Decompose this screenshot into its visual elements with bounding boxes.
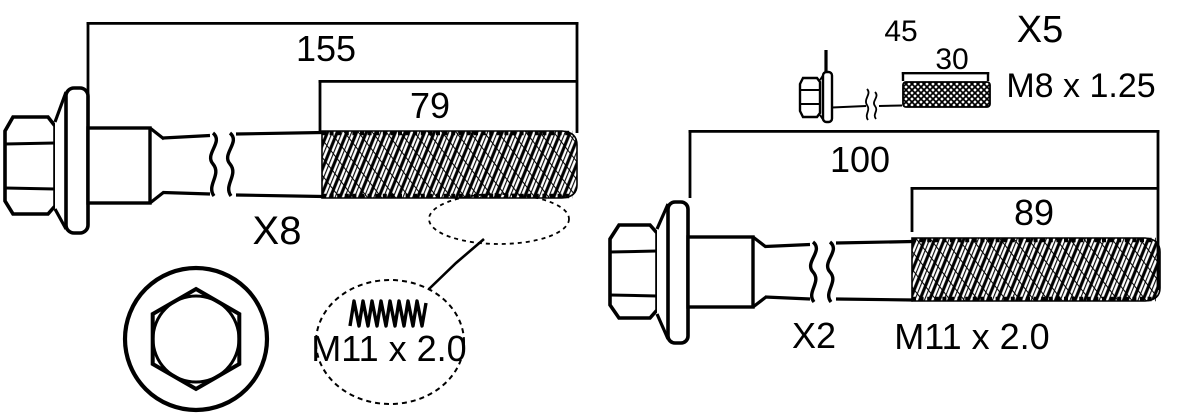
short-bolt-drawing: 45 30 X5 M8 x 1.25: [798, 9, 1156, 124]
secondary-thread-length-label: 89: [1014, 192, 1054, 233]
secondary-taper-edge: [752, 295, 767, 309]
secondary-shank-edge: [764, 295, 811, 301]
secondary-shoulder: [686, 235, 755, 309]
thread-profile-icon: [348, 299, 428, 328]
secondary-bolt-drawing: 100 89 X2 M11 x 2.0: [608, 129, 1161, 357]
callout-source-ellipse: [428, 193, 570, 245]
main-hex-head-side: [3, 115, 57, 216]
secondary-head-cone-edge: [655, 313, 670, 340]
short-thread-spec-label: M8 x 1.25: [1006, 67, 1155, 105]
secondary-quantity-label: X2: [792, 315, 836, 356]
main-head-cone-edge: [53, 91, 68, 123]
short-overall-length-label: 45: [884, 15, 917, 48]
main-head-cone-edge: [53, 208, 68, 230]
short-thread-section: [902, 81, 991, 108]
secondary-overall-dimension: 100: [688, 129, 1160, 290]
secondary-head-cone: [657, 204, 668, 340]
main-break-symbol: [226, 131, 236, 197]
secondary-break-symbol: [809, 240, 819, 304]
callout-leader-line: [428, 238, 485, 290]
main-hex-facet-line: [4, 186, 56, 191]
secondary-head-cone-edge: [655, 203, 670, 230]
flange-outline-circle: [122, 265, 270, 413]
main-shank-edge: [162, 133, 211, 140]
main-thread-crosshatch: [322, 131, 577, 198]
short-thread-dimension: 30: [901, 43, 990, 81]
short-shank-edge: [831, 105, 867, 109]
short-shank-edge: [878, 104, 903, 107]
hex-outline: [150, 286, 242, 392]
main-break-symbol: [209, 131, 219, 197]
main-quantity-label: X8: [253, 209, 302, 253]
secondary-shank-edge: [835, 239, 914, 245]
secondary-thread-crosshatch: [912, 238, 1160, 301]
main-shoulder: [86, 126, 152, 205]
main-shank-edge: [162, 190, 211, 196]
short-break-symbol: [873, 91, 878, 120]
secondary-shank-edge: [764, 242, 811, 249]
secondary-hex-head-side: [608, 223, 659, 320]
secondary-thread-spec-label: M11 x 2.0: [894, 316, 1049, 357]
short-break-symbol: [865, 88, 870, 121]
short-thread-length-label: 30: [935, 43, 968, 76]
secondary-flange-washer: [666, 200, 690, 345]
short-flange-washer: [821, 70, 834, 124]
main-overall-dimension: 155: [86, 21, 579, 133]
main-thread-dimension: 79: [318, 80, 577, 131]
thread-detail-callout: M11 x 2.0: [311, 193, 570, 405]
secondary-break-symbol: [826, 240, 836, 304]
main-overall-length-label: 155: [296, 28, 356, 69]
main-flange-washer: [64, 86, 90, 235]
main-taper-edge: [149, 190, 165, 205]
short-hex-head-side: [798, 76, 822, 119]
secondary-thread-dimension: 89: [910, 186, 1158, 233]
secondary-taper-edge: [752, 235, 767, 249]
main-bolt-head-front-view: [122, 265, 270, 413]
main-bolt-drawing: 155 79 X8: [3, 21, 579, 253]
main-head-cone: [55, 90, 66, 231]
main-shank-edge: [235, 130, 324, 136]
short-quantity-label: X5: [1017, 9, 1063, 51]
main-hex-facet-line: [4, 141, 56, 146]
secondary-overall-length-label: 100: [830, 139, 890, 180]
main-thread-length-label: 79: [410, 85, 450, 126]
main-thread-spec-label: M11 x 2.0: [311, 328, 466, 369]
secondary-hex-facet-line: [609, 249, 658, 254]
secondary-hex-facet-line: [609, 293, 658, 298]
secondary-shank-edge: [835, 297, 914, 302]
main-taper-edge: [149, 126, 165, 141]
main-shank-edge: [235, 193, 324, 199]
